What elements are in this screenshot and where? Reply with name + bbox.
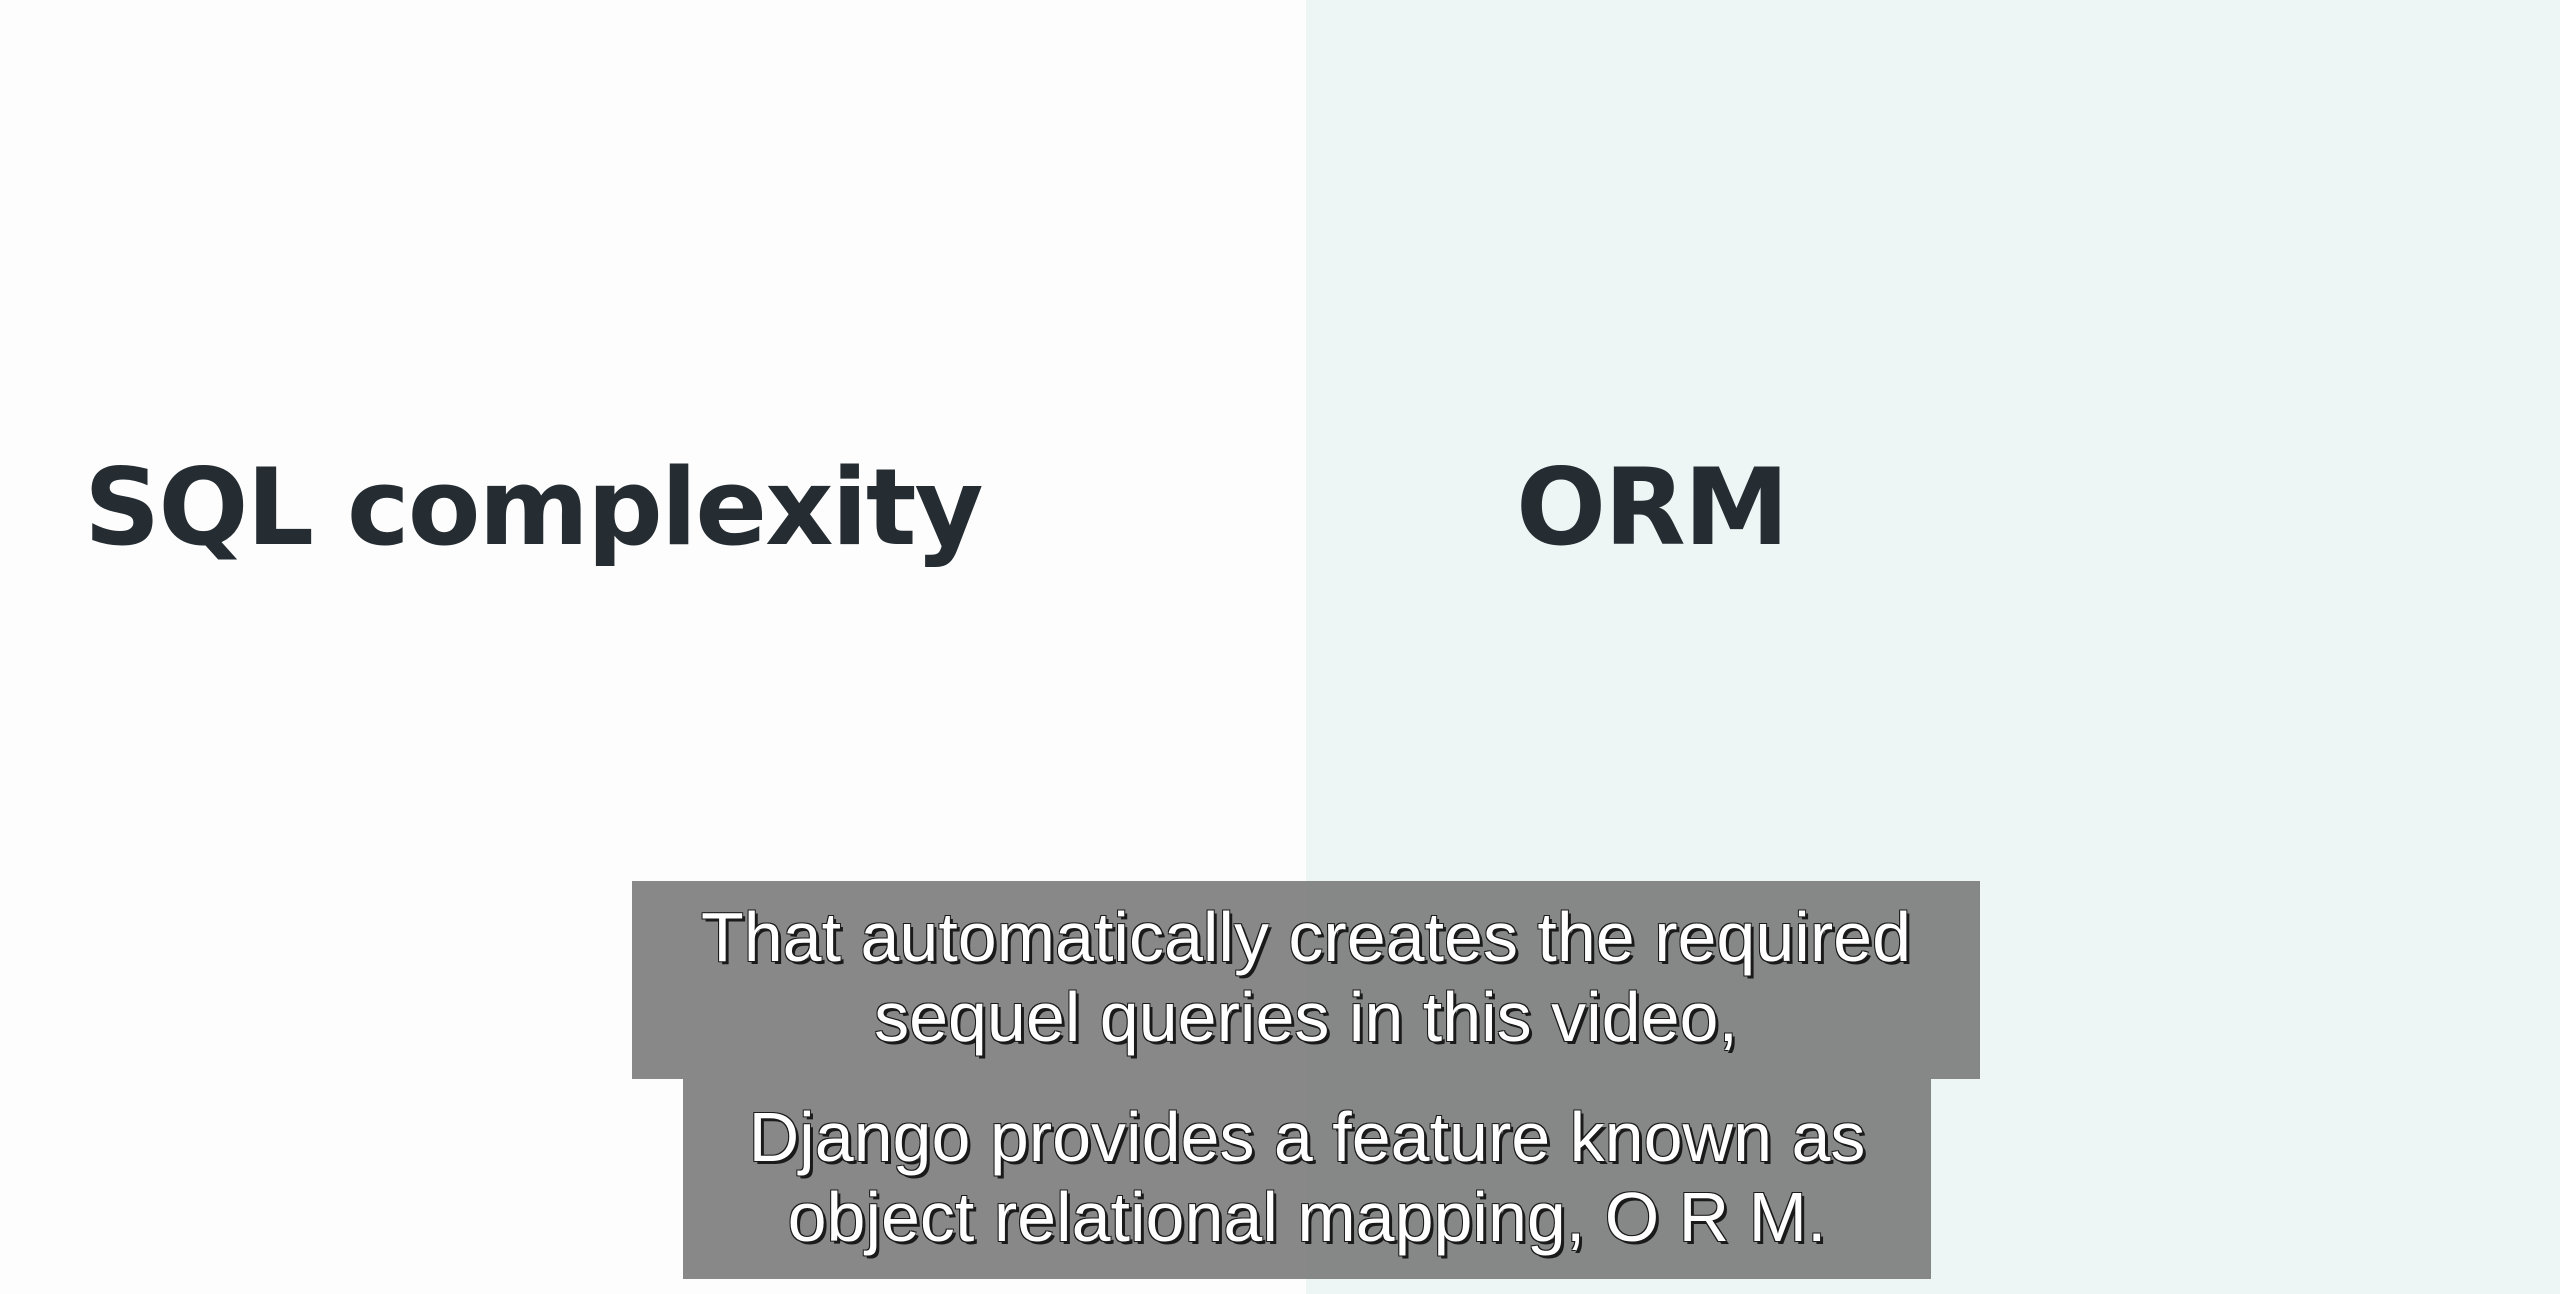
sql-complexity-heading: SQL complexity <box>84 446 984 569</box>
subtitle-line: sequel queries in this video, <box>874 978 1738 1056</box>
subtitle-line: Django provides a feature known as <box>748 1098 1866 1176</box>
subtitle-line: That automatically creates the required <box>700 898 1912 976</box>
orm-heading: ORM <box>1516 446 1789 569</box>
subtitle-block-1: That automatically creates the required … <box>632 881 1980 1079</box>
subtitle-block-2: Django provides a feature known as objec… <box>683 1079 1931 1279</box>
subtitle-line: object relational mapping, O R M. <box>787 1178 1827 1256</box>
